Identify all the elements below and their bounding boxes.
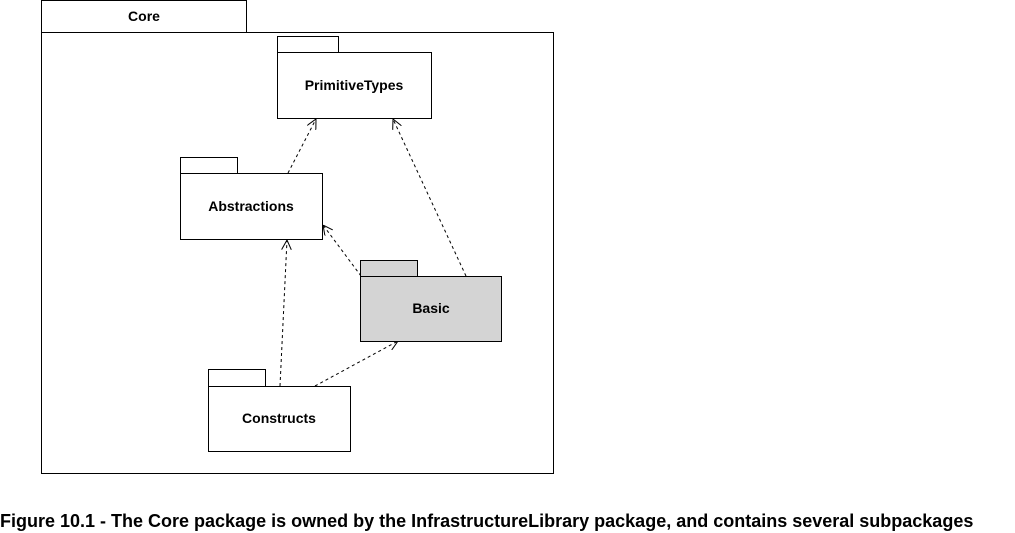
package-basic: Basic — [360, 260, 502, 342]
core-package-diagram: Core PrimitiveTypes Abstractions Basic C… — [41, 0, 554, 474]
package-tab — [360, 260, 418, 277]
package-tab — [277, 36, 339, 53]
package-primitivetypes: PrimitiveTypes — [277, 36, 432, 119]
dependency-constructs-to-basic — [314, 341, 398, 387]
dependency-basic-to-abstractions — [323, 225, 362, 277]
package-constructs: Constructs — [208, 369, 351, 452]
package-body — [180, 173, 323, 240]
dependency-abstractions-to-primitivetypes — [287, 119, 316, 174]
dependency-arrows — [279, 119, 467, 387]
package-body — [277, 52, 432, 119]
package-label-constructs: Constructs — [242, 410, 316, 426]
core-package-label: Core — [128, 8, 160, 24]
package-body — [360, 276, 502, 342]
package-tab — [208, 369, 266, 387]
package-body — [208, 386, 351, 452]
package-label-basic: Basic — [412, 300, 450, 316]
figure-caption: Figure 10.1 - The Core package is owned … — [0, 511, 974, 531]
dependency-constructs-to-abstractions — [279, 240, 287, 387]
package-abstractions: Abstractions — [180, 157, 323, 240]
dependency-basic-to-primitivetypes — [393, 119, 467, 277]
package-tab — [180, 157, 238, 174]
core-package-tab — [41, 0, 247, 33]
package-label-primitivetypes: PrimitiveTypes — [305, 77, 404, 93]
package-label-abstractions: Abstractions — [208, 198, 294, 214]
